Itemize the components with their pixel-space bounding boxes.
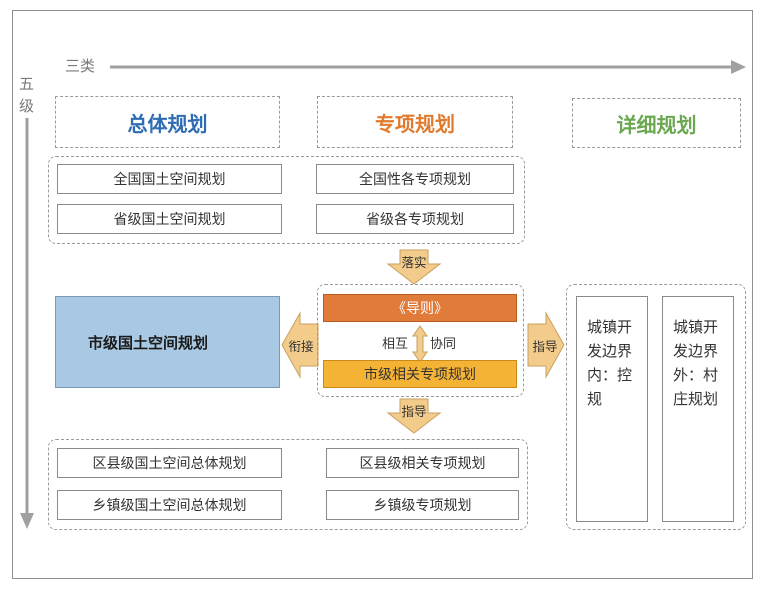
municipal-special-plan: 市级相关专项规划 <box>323 360 517 388</box>
detailed-planning-group <box>566 284 746 530</box>
category-special-planning: 专项规划 <box>317 96 513 148</box>
connect-arrow <box>281 311 319 379</box>
category-special-label: 专项规划 <box>375 111 455 136</box>
outer-frame <box>12 10 753 579</box>
county-special-plan: 区县级相关专项规划 <box>326 448 519 478</box>
national-overall-plan-label: 全国国土空间规划 <box>113 172 226 188</box>
national-special-plan-label: 全国性各专项规划 <box>359 172 471 188</box>
municipal-overall-plan-label: 市级国土空间规划 <box>88 333 209 352</box>
national-provincial-group <box>48 156 525 244</box>
township-overall-plan-label: 乡镇级国土空间总体规划 <box>92 498 247 514</box>
provincial-special-plan: 省级各专项规划 <box>316 204 514 234</box>
vertical-axis-label-2: 级 <box>19 97 35 115</box>
county-overall-plan: 区县级国土空间总体规划 <box>57 448 282 478</box>
municipal-overall-plan: 市级国土空间规划 <box>55 296 280 388</box>
horizontal-axis-arrowhead <box>731 60 746 74</box>
national-overall-plan: 全国国土空间规划 <box>57 164 282 194</box>
vertical-axis-label-1: 五 <box>19 75 35 93</box>
national-special-plan: 全国性各专项规划 <box>316 164 514 194</box>
guideline-box: 《导则》 <box>323 294 517 322</box>
provincial-overall-plan: 省级国土空间规划 <box>57 204 282 234</box>
connect-arrow-label: 衔接 <box>288 338 314 354</box>
horizontal-axis-label: 三类 <box>65 57 96 75</box>
guideline-label: 《导则》 <box>392 301 448 317</box>
provincial-overall-plan-label: 省级国土空间规划 <box>113 212 226 228</box>
mutual-label-right: 协同 <box>430 337 457 352</box>
county-township-group <box>48 439 528 530</box>
outside-boundary-plan: 城镇开发边界外：村庄规划 <box>662 296 734 522</box>
county-special-plan-label: 区县级相关专项规划 <box>359 456 486 472</box>
guide-right-arrow-label: 指导 <box>532 338 558 354</box>
provincial-special-plan-label: 省级各专项规划 <box>366 212 464 228</box>
implement-arrow-label: 落实 <box>401 254 427 270</box>
category-detailed-label: 详细规划 <box>616 112 697 137</box>
municipal-special-plan-label: 市级相关专项规划 <box>364 367 476 383</box>
guide-down-arrow <box>386 398 442 434</box>
category-overall-planning: 总体规划 <box>55 96 280 148</box>
township-overall-plan: 乡镇级国土空间总体规划 <box>57 490 282 520</box>
municipal-special-group <box>317 284 524 397</box>
guide-down-arrow-label: 指导 <box>401 403 427 419</box>
guide-right-arrow <box>527 311 565 379</box>
implement-arrow <box>386 249 442 285</box>
mutual-label-left: 相互 <box>382 337 409 352</box>
township-special-plan-label: 乡镇级专项规划 <box>373 498 472 514</box>
township-special-plan: 乡镇级专项规划 <box>326 490 519 520</box>
category-overall-label: 总体规划 <box>127 111 208 136</box>
county-overall-plan-label: 区县级国土空间总体规划 <box>92 456 247 472</box>
vertical-axis-arrowhead <box>20 513 34 529</box>
outside-boundary-plan-label: 城镇开发边界外：村庄规划 <box>673 318 719 408</box>
inside-boundary-plan-label: 城镇开发边界内：控规 <box>587 318 633 408</box>
inside-boundary-plan: 城镇开发边界内：控规 <box>576 296 648 522</box>
category-detailed-planning: 详细规划 <box>572 98 741 148</box>
